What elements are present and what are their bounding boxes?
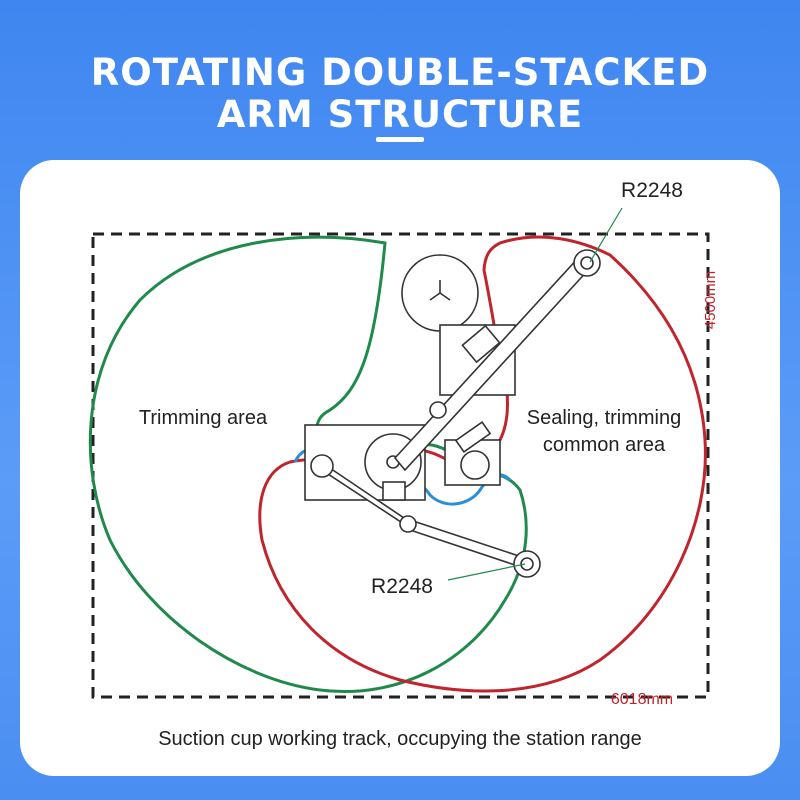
height-dimension-label: 4500mm (702, 271, 719, 329)
station-range-boundary (91, 232, 710, 699)
title-underline (376, 137, 424, 142)
upper-arm-pivot (429, 401, 447, 419)
sealing-area-label-line1: Sealing, trimming (527, 407, 682, 429)
machine-drawing (304, 249, 601, 578)
lower-arm-elbow (399, 515, 417, 533)
radius-top-label: R2248 (621, 179, 683, 202)
title-line-1: ROTATING DOUBLE-STACKED (90, 51, 710, 94)
title-line-2: ARM STRUCTURE (216, 93, 584, 136)
width-dimension-label: 6018mm (611, 691, 673, 708)
page-title: ROTATING DOUBLE-STACKED ARM STRUCTURE (0, 52, 800, 136)
radius-bottom-label: R2248 (371, 575, 433, 598)
radius-top-leader (589, 207, 623, 263)
radius-bottom-leader (447, 563, 526, 581)
trimming-area-label: Trimming area (139, 407, 268, 429)
lower-arm-segment-2 (402, 516, 532, 572)
sealing-area-label-line2: common area (543, 434, 666, 456)
diagram-caption: Suction cup working track, occupying the… (158, 728, 642, 750)
lower-arm-pivot-1 (310, 454, 334, 478)
red-sealing-track (258, 235, 707, 693)
